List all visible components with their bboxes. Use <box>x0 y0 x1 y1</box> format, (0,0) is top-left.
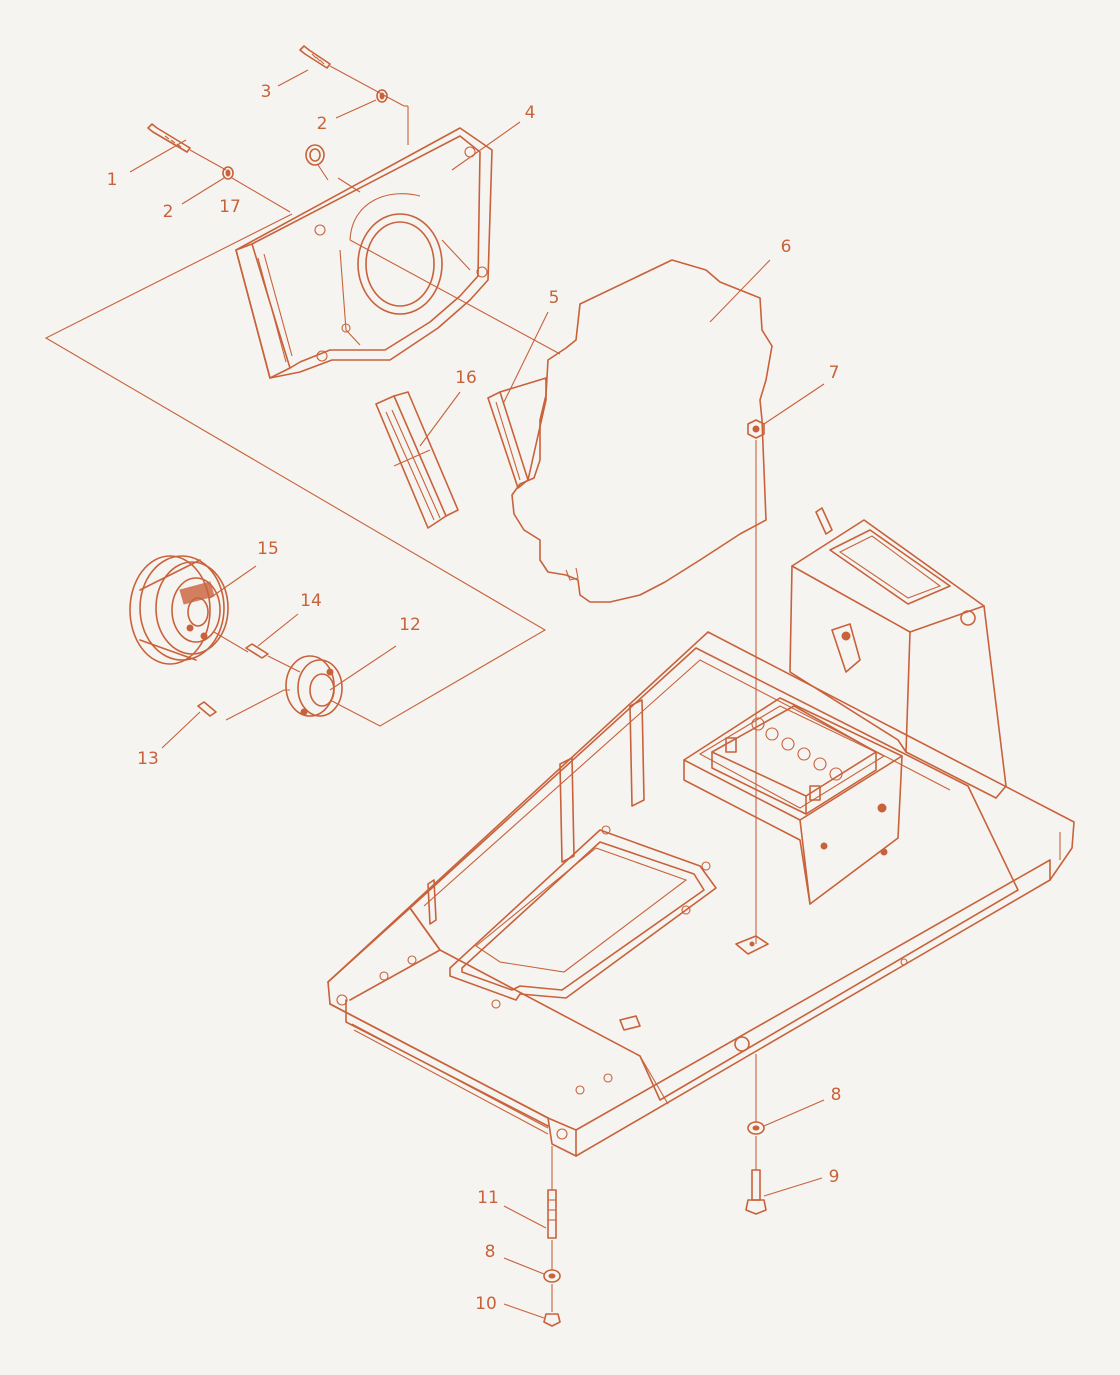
base-frame <box>327 507 1075 1157</box>
washer-part-2-lower <box>222 166 234 180</box>
hub-part-12 <box>285 645 397 717</box>
bolt-part-3 <box>299 45 409 145</box>
belt-guard-part-4 <box>235 127 493 379</box>
engine-part-6 <box>349 239 773 603</box>
assembly-leader-line <box>44 213 547 727</box>
bolt-part-13 <box>161 689 290 749</box>
callout-13: 13 <box>137 749 159 769</box>
hardware-part-8-9 <box>745 1054 825 1215</box>
bolt-part-14 <box>245 613 301 673</box>
bolt-part-1 <box>147 123 291 213</box>
callout-2: 2 <box>317 114 328 134</box>
pulley-part-15 <box>129 555 257 665</box>
callout-1: 1 <box>107 170 118 190</box>
callout-15: 15 <box>257 539 279 559</box>
nut-part-7 <box>747 383 825 944</box>
filter-part-16 <box>375 391 461 529</box>
callout-4: 4 <box>525 103 536 123</box>
callout-11: 11 <box>477 1188 499 1208</box>
hardware-part-11-8-10 <box>503 1146 561 1327</box>
grommet-part-17 <box>305 144 329 181</box>
callout-3: 3 <box>261 82 272 102</box>
callout-9: 9 <box>829 1167 840 1187</box>
callout-7: 7 <box>829 363 840 383</box>
callout-8: 8 <box>485 1242 496 1262</box>
callout-17: 17 <box>219 197 241 217</box>
callout-8: 8 <box>831 1085 842 1105</box>
callout-14: 14 <box>300 591 322 611</box>
callout-5: 5 <box>549 288 560 308</box>
callout-10: 10 <box>475 1294 497 1314</box>
callout-16: 16 <box>455 368 477 388</box>
washer-part-2-upper <box>376 89 388 103</box>
callout-6: 6 <box>781 237 792 257</box>
duct-part-5 <box>487 311 549 489</box>
callout-12: 12 <box>399 615 421 635</box>
callout-2: 2 <box>163 202 174 222</box>
